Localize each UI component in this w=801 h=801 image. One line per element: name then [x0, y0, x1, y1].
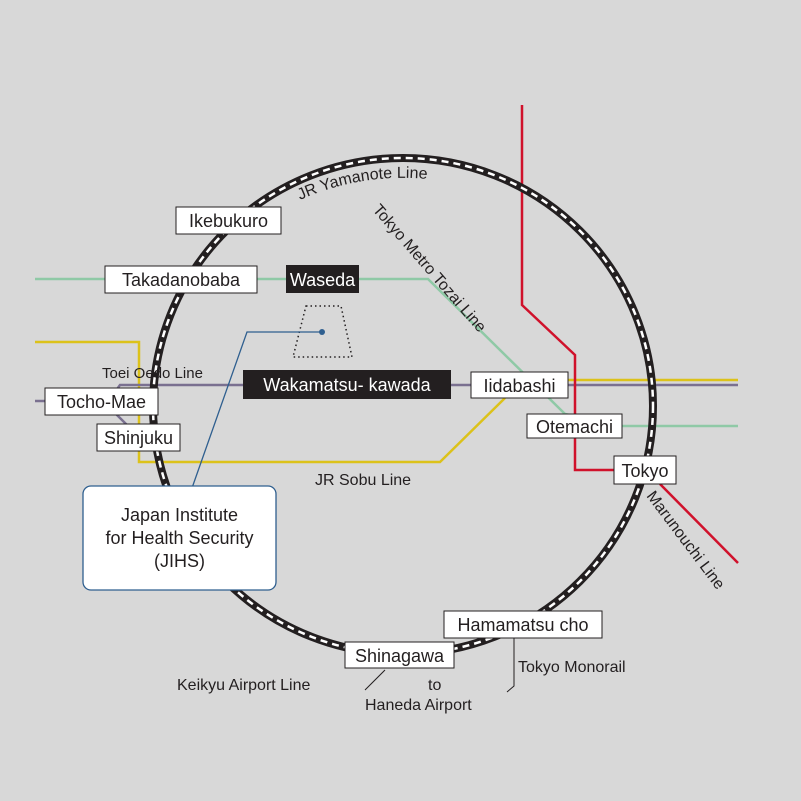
oedo-line-label: Toei Oedo Line [102, 365, 203, 382]
to-label: to [428, 677, 441, 694]
station-wakamatsu-kawada[interactable]: Wakamatsu- kawada [243, 370, 451, 399]
station-label: Otemachi [536, 417, 613, 437]
station-shinagawa[interactable]: Shinagawa [344, 641, 455, 669]
station-label: Waseda [290, 270, 356, 290]
jihs-name-line1: Japan Institute [121, 505, 238, 525]
keikyu-leader [364, 669, 386, 691]
station-shinjuku[interactable]: Shinjuku [96, 423, 181, 452]
station-label: Tokyo [621, 461, 668, 481]
station-label: Takadanobaba [122, 270, 241, 290]
monorail-leader [506, 638, 515, 693]
station-label: Hamamatsu cho [457, 615, 588, 635]
station-ikebukuro[interactable]: Ikebukuro [175, 206, 282, 235]
jihs-callout[interactable]: Japan Institute for Health Security (JIH… [82, 485, 277, 591]
marunouchi-line-south [659, 483, 739, 564]
station-takadanobaba[interactable]: Takadanobaba [104, 265, 258, 294]
station-label: Tocho-Mae [57, 392, 146, 412]
monorail-label: Tokyo Monorail [518, 659, 626, 676]
sobu-line-label: JR Sobu Line [315, 472, 411, 489]
station-tokyo[interactable]: Tokyo [613, 455, 677, 485]
marunouchi-line [520, 105, 615, 472]
keikyu-line-label: Keikyu Airport Line [177, 677, 311, 694]
jihs-location-dot [319, 329, 325, 335]
station-waseda[interactable]: Waseda [286, 265, 359, 293]
station-hamamatsucho[interactable]: Hamamatsu cho [443, 610, 603, 639]
campus-outline [292, 305, 353, 358]
station-label: Ikebukuro [189, 211, 268, 231]
station-iidabashi[interactable]: Iidabashi [470, 371, 569, 399]
jihs-abbreviation: (JIHS) [154, 551, 205, 571]
station-otemachi[interactable]: Otemachi [526, 413, 623, 439]
jihs-pointer-line [191, 331, 322, 489]
sobu-line [35, 340, 506, 464]
station-label: Shinjuku [104, 428, 173, 448]
jihs-name-line2: for Health Security [105, 528, 253, 548]
station-label: Wakamatsu- kawada [263, 375, 431, 395]
station-label: Iidabashi [483, 376, 555, 396]
station-label: Shinagawa [355, 646, 445, 666]
haneda-airport-label: Haneda Airport [365, 697, 472, 714]
station-tocho-mae[interactable]: Tocho-Mae [44, 387, 159, 416]
